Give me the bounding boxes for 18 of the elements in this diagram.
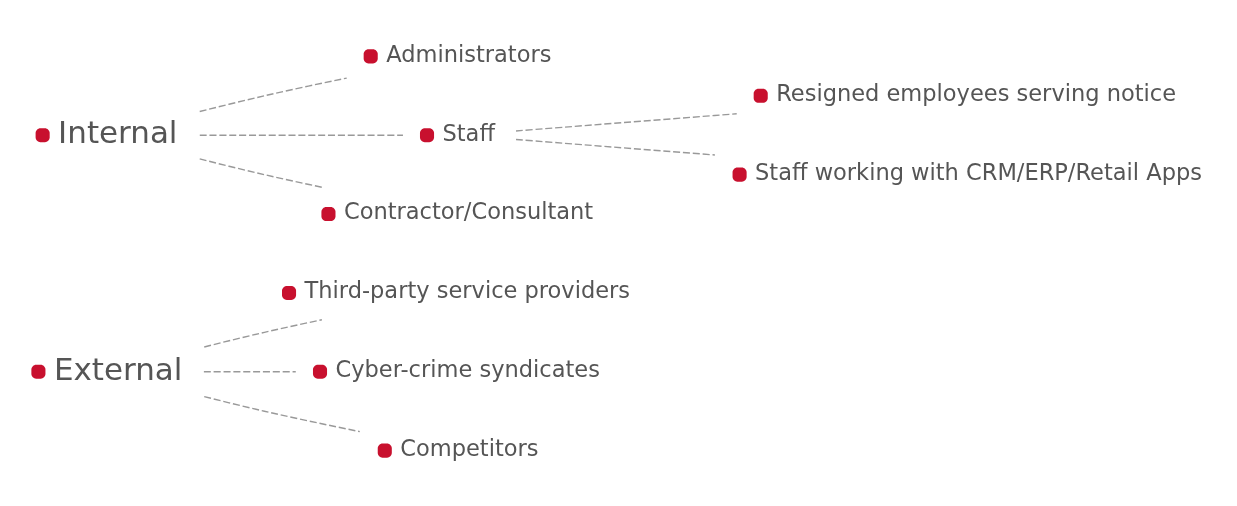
connector <box>203 395 361 432</box>
connector <box>199 134 404 136</box>
connector <box>515 138 716 156</box>
node-label: Contractor/Consultant <box>343 197 594 224</box>
node-label: Staff working with CRM/ERP/Retail Apps <box>755 158 1202 185</box>
connector <box>203 318 323 348</box>
connector <box>199 76 348 112</box>
connector <box>515 112 738 132</box>
connector <box>203 370 297 372</box>
node-label: Competitors <box>400 434 539 461</box>
connector <box>199 157 323 188</box>
node-label: Internal <box>58 113 178 150</box>
node-label: Third-party service providers <box>304 276 631 303</box>
node-label: Staff <box>442 119 495 146</box>
node-label: Administrators <box>386 40 552 67</box>
node-label: Cyber-crime syndicates <box>335 355 600 382</box>
node-label: Resigned employees serving notice <box>776 79 1177 106</box>
node-label: External <box>53 350 183 387</box>
